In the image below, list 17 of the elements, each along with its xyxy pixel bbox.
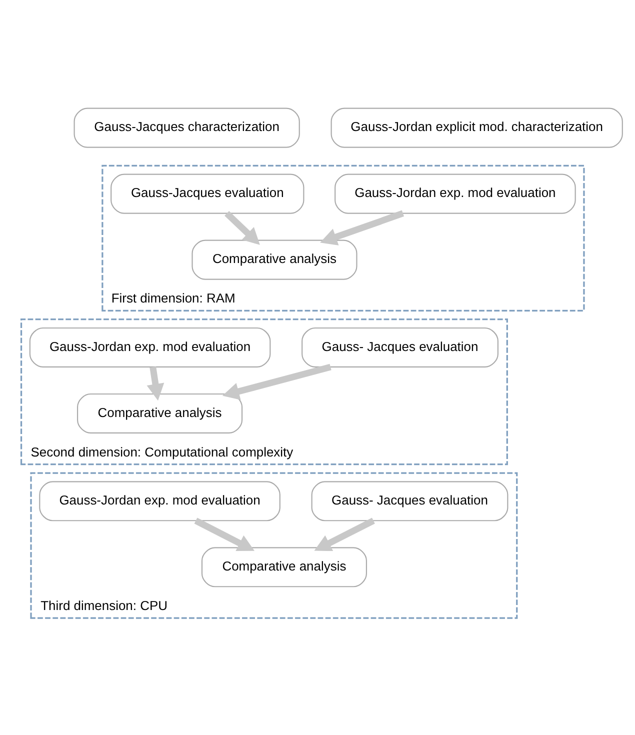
arrow (222, 364, 332, 400)
node-box: Gauss- Jacques evaluation (311, 481, 508, 522)
arrow (320, 210, 404, 246)
arrow (146, 366, 164, 401)
node-box: Gauss-Jordan explicit mod. characterization (330, 108, 623, 148)
node-box: Comparative analysis (201, 547, 367, 588)
node-box: Comparative analysis (77, 393, 243, 434)
node-box: Gauss-Jordan exp. mod evaluation (334, 174, 576, 214)
node-box: Comparative analysis (192, 240, 358, 280)
arrow (314, 518, 375, 552)
node-box: Gauss-Jordan exp. mod evaluation (39, 481, 280, 522)
node-box: Gauss-Jacques evaluation (110, 174, 304, 214)
node-box: Gauss-Jordan exp. mod evaluation (29, 327, 271, 368)
arrow (224, 211, 260, 245)
node-box: Gauss- Jacques evaluation (302, 327, 498, 368)
arrow (194, 518, 255, 552)
node-box: Gauss-Jacques characterization (74, 108, 300, 148)
